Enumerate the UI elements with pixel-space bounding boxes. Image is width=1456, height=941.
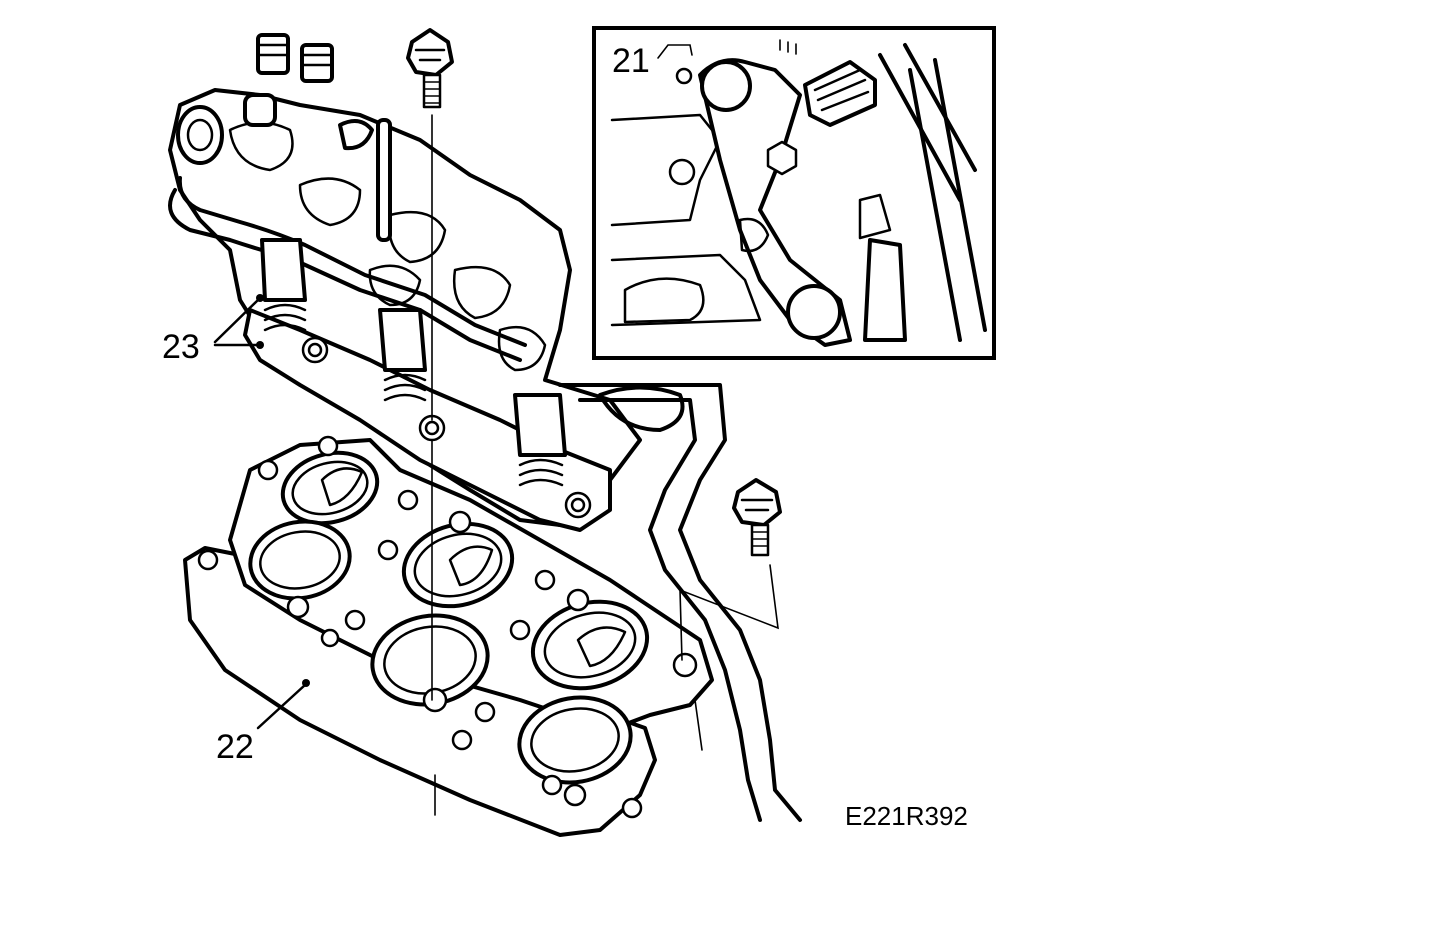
injector-2 bbox=[378, 308, 427, 402]
injector-1 bbox=[260, 238, 307, 332]
upper-intake-manifold bbox=[168, 33, 642, 532]
cylinder-head-edge bbox=[558, 383, 802, 822]
figure-id: E221R392 bbox=[845, 801, 968, 831]
callout-23: 23 bbox=[162, 328, 200, 366]
inset-detail-view: 21 bbox=[592, 26, 996, 360]
callout-22-group: 22 bbox=[216, 679, 310, 766]
injector-3 bbox=[513, 393, 567, 487]
callout-22: 22 bbox=[216, 728, 254, 766]
bolt-top bbox=[406, 28, 454, 701]
callout-21: 21 bbox=[612, 42, 650, 80]
callout-23-group: 23 bbox=[162, 294, 264, 366]
lower-intake-manifold bbox=[183, 435, 714, 837]
bolt-right bbox=[679, 478, 782, 661]
